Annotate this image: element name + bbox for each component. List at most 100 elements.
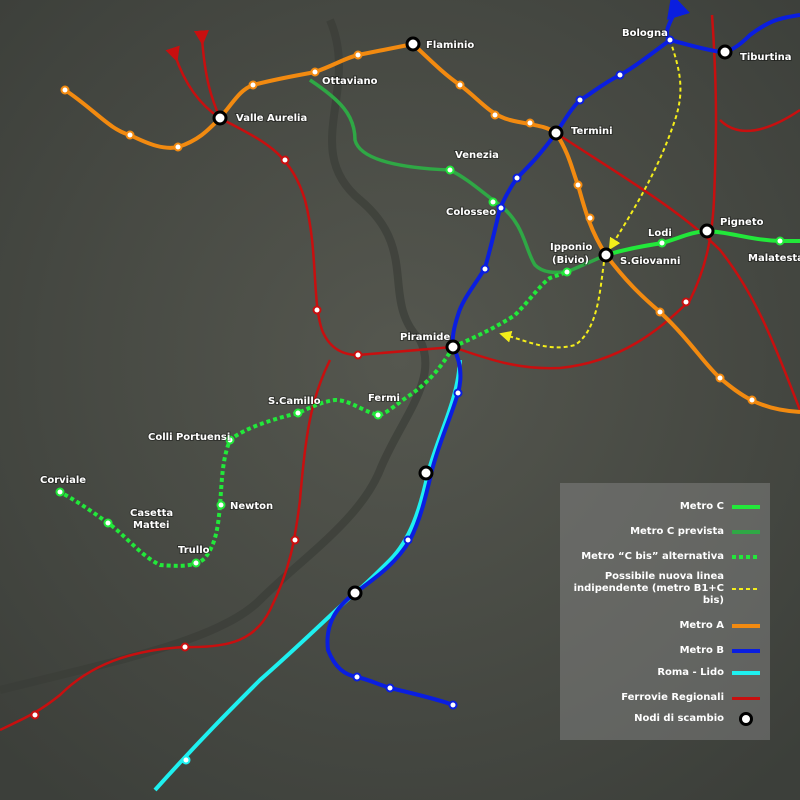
legend-item-ferrovie: Ferrovie Regionali bbox=[621, 692, 760, 704]
label-valle-aurelia: Valle Aurelia bbox=[236, 113, 307, 124]
legend-item-metro-c-bis: Metro “C bis” alternativa bbox=[581, 551, 760, 563]
station-dot[interactable] bbox=[173, 142, 183, 152]
station-dot[interactable] bbox=[216, 500, 226, 510]
label-flaminio: Flaminio bbox=[426, 40, 474, 51]
label-fermi: Fermi bbox=[368, 393, 400, 404]
legend-swatch bbox=[732, 530, 760, 534]
label-casetta: Casetta bbox=[130, 508, 173, 519]
label-lodi: Lodi bbox=[648, 228, 672, 239]
legend-item-roma-lido: Roma - Lido bbox=[657, 667, 760, 679]
node-termini[interactable] bbox=[548, 125, 564, 141]
node-interchange[interactable] bbox=[418, 465, 434, 481]
station-dot[interactable] bbox=[448, 700, 458, 710]
station-dot[interactable] bbox=[657, 238, 667, 248]
station-dot[interactable] bbox=[525, 118, 535, 128]
station-dot[interactable] bbox=[681, 297, 691, 307]
legend-swatch bbox=[732, 671, 760, 675]
node-interchange[interactable] bbox=[347, 585, 363, 601]
station-dot[interactable] bbox=[293, 408, 303, 418]
node-tiburtina[interactable] bbox=[717, 44, 733, 60]
station-dot[interactable] bbox=[453, 388, 463, 398]
station-dot[interactable] bbox=[615, 70, 625, 80]
station-dot[interactable] bbox=[496, 203, 506, 213]
node-s-giovanni[interactable] bbox=[598, 247, 614, 263]
label-bologna: Bologna bbox=[622, 28, 668, 39]
station-dot[interactable] bbox=[385, 683, 395, 693]
station-dot[interactable] bbox=[747, 395, 757, 405]
label-mattei: Mattei bbox=[133, 520, 169, 531]
legend-item-metro-b: Metro B bbox=[680, 645, 760, 657]
legend-label: Nodi di scambio bbox=[634, 713, 724, 724]
line-metro-c-prevista-dashed bbox=[309, 78, 357, 141]
legend-label: Metro C prevista bbox=[630, 526, 724, 537]
station-dot[interactable] bbox=[445, 165, 455, 175]
station-dot[interactable] bbox=[103, 518, 113, 528]
station-dot[interactable] bbox=[248, 80, 258, 90]
station-dot[interactable] bbox=[585, 213, 595, 223]
station-dot[interactable] bbox=[373, 410, 383, 420]
legend-swatch bbox=[732, 649, 760, 653]
legend-label: Metro “C bis” alternativa bbox=[581, 551, 724, 562]
node-flaminio[interactable] bbox=[405, 36, 421, 52]
station-dot[interactable] bbox=[30, 710, 40, 720]
station-dot[interactable] bbox=[488, 197, 498, 207]
node-piramide[interactable] bbox=[445, 339, 461, 355]
legend-label-line2: indipendente (metro B1+C bis) bbox=[573, 583, 724, 606]
legend-item-metro-c-prevista: Metro C prevista bbox=[630, 526, 760, 538]
station-dot[interactable] bbox=[573, 180, 583, 190]
station-dot[interactable] bbox=[403, 535, 413, 545]
station-dot[interactable] bbox=[191, 558, 201, 568]
station-dot[interactable] bbox=[575, 95, 585, 105]
station-dot[interactable] bbox=[225, 435, 235, 445]
label-colosseo: Colosseo bbox=[446, 207, 496, 218]
station-dot[interactable] bbox=[715, 373, 725, 383]
legend-swatch bbox=[732, 505, 760, 509]
station-dot[interactable] bbox=[480, 264, 490, 274]
label-trullo: Trullo bbox=[178, 545, 210, 556]
label-malatesta: Malatesta bbox=[748, 253, 800, 264]
line-ferrovie-regionali bbox=[0, 14, 800, 732]
label-newton: Newton bbox=[230, 501, 273, 512]
station-dot[interactable] bbox=[353, 350, 363, 360]
node-pigneto[interactable] bbox=[699, 223, 715, 239]
station-dot[interactable] bbox=[352, 672, 362, 682]
label-s-giovanni: S.Giovanni bbox=[620, 256, 680, 267]
station-dot[interactable] bbox=[312, 305, 322, 315]
legend-label: Roma - Lido bbox=[657, 667, 724, 678]
line-metro-c bbox=[605, 228, 800, 257]
legend-item-nodi: Nodi di scambio bbox=[634, 712, 760, 726]
line-nuova-linea bbox=[499, 39, 682, 349]
station-dot[interactable] bbox=[490, 110, 500, 120]
interchange-nodes bbox=[212, 36, 733, 601]
legend-label-line1: Possibile nuova linea bbox=[604, 571, 724, 582]
station-dot[interactable] bbox=[290, 535, 300, 545]
station-dot[interactable] bbox=[353, 50, 363, 60]
label-piramide: Piramide bbox=[400, 332, 450, 343]
label-termini: Termini bbox=[571, 126, 613, 137]
label-corviale: Corviale bbox=[40, 475, 86, 486]
legend-item-metro-a: Metro A bbox=[679, 620, 760, 632]
legend-label: Ferrovie Regionali bbox=[621, 692, 724, 703]
legend-swatch bbox=[732, 624, 760, 628]
label-s-camillo: S.Camillo bbox=[268, 396, 321, 407]
station-dot[interactable] bbox=[180, 642, 190, 652]
station-dot[interactable] bbox=[55, 487, 65, 497]
label-ipponio: Ipponio bbox=[550, 242, 592, 253]
station-dot[interactable] bbox=[512, 173, 522, 183]
station-dot[interactable] bbox=[562, 267, 572, 277]
station-dot[interactable] bbox=[125, 130, 135, 140]
legend-swatch bbox=[732, 588, 760, 590]
station-dot[interactable] bbox=[655, 307, 665, 317]
node-valle-aurelia[interactable] bbox=[212, 110, 228, 126]
station-dot[interactable] bbox=[280, 155, 290, 165]
station-dot[interactable] bbox=[775, 236, 785, 246]
station-dot[interactable] bbox=[665, 35, 675, 45]
station-dot[interactable] bbox=[60, 85, 70, 95]
legend-item-metro-c: Metro C bbox=[680, 501, 760, 513]
station-dot[interactable] bbox=[181, 755, 191, 765]
station-dot[interactable] bbox=[310, 67, 320, 77]
station-dot[interactable] bbox=[455, 80, 465, 90]
